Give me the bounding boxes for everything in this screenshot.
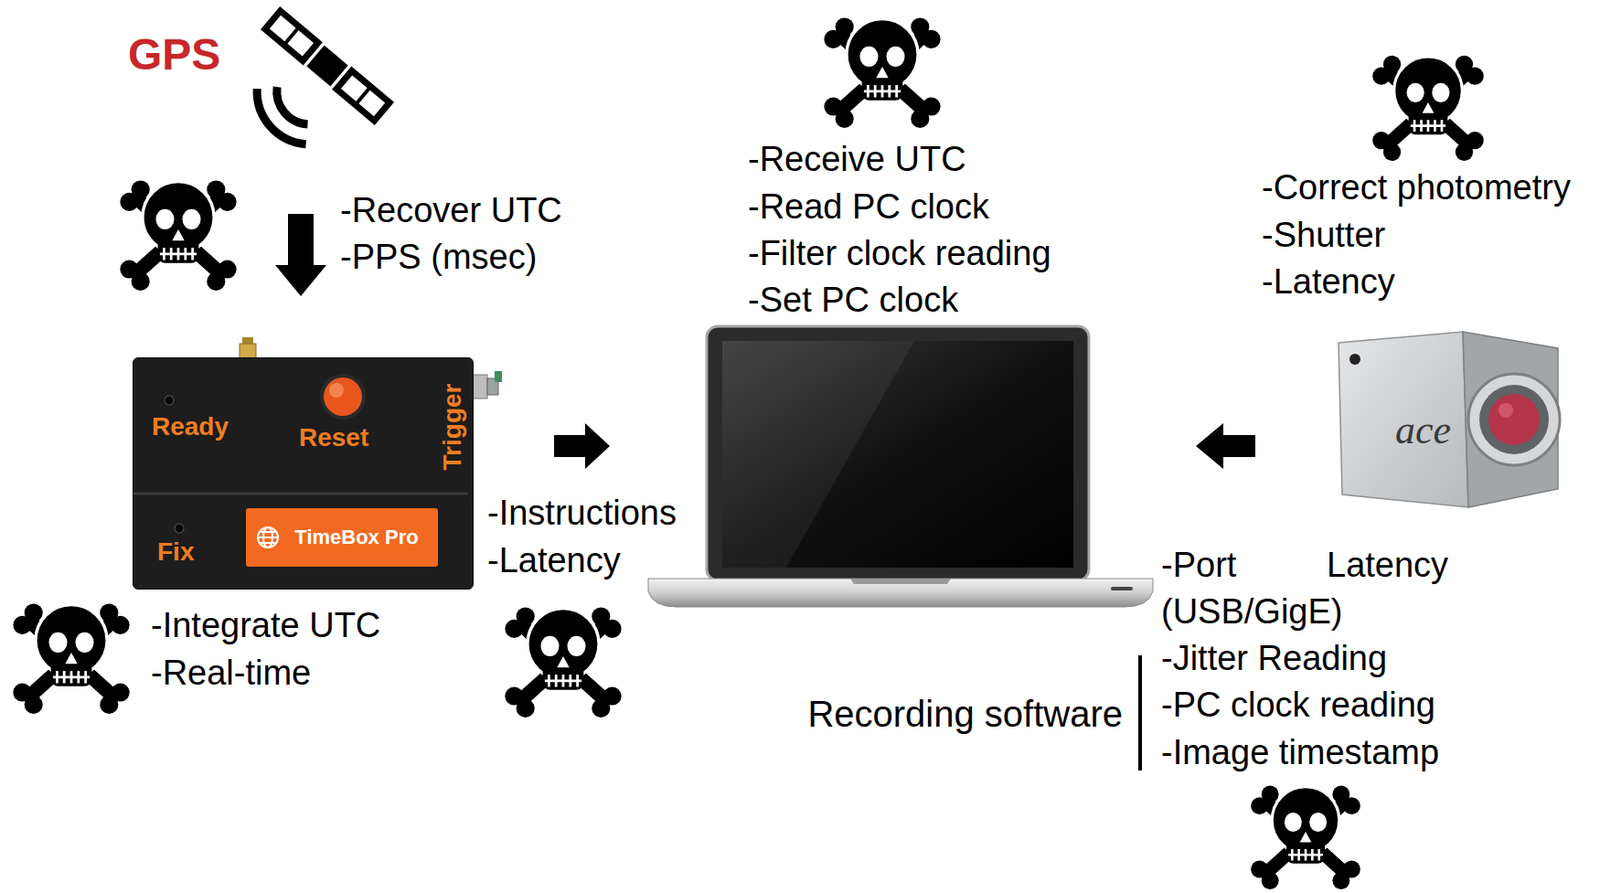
text-slot: -Set PC clock — [747, 279, 959, 322]
text-slot: -Correct photometry — [1261, 167, 1571, 210]
text-slot: -PPS (msec) — [340, 236, 537, 279]
note-label: (USB/GigE) — [1161, 591, 1343, 634]
timebox-device: Ready Reset TriggerFix TimeBox Pro — [132, 357, 474, 590]
note-label: -Instructions — [487, 492, 677, 535]
text-slot: -Recover UTC — [340, 190, 563, 233]
skull-icon — [12, 603, 129, 715]
text-slot: Reset — [298, 422, 369, 454]
note-label: -Latency — [487, 540, 621, 583]
port-label: Trigger — [437, 384, 469, 471]
camera-body: ace — [1334, 328, 1562, 511]
note-label: -Correct photometry — [1261, 167, 1571, 210]
note-label: -PPS (msec) — [340, 236, 537, 279]
text-slot: -Latency — [1261, 261, 1396, 304]
text-slot: Trigger — [437, 384, 469, 471]
text-slot: Ready — [151, 411, 229, 443]
skull-icon — [504, 607, 621, 718]
text-slot: GPS — [128, 28, 221, 82]
text-slot: -Shutter — [1261, 214, 1386, 257]
led-label: Fix — [157, 536, 194, 568]
text-slot: -PC clock reading — [1161, 684, 1436, 727]
brand-plate: TimeBox Pro — [245, 508, 438, 567]
text-slot: ace — [1395, 406, 1451, 456]
note-label: -PC clock reading — [1161, 684, 1436, 727]
device-label: Ready — [151, 411, 229, 443]
note-label: -Port — [1161, 544, 1237, 587]
note-label: Latency — [1326, 544, 1449, 587]
note-label: -Receive UTC — [747, 138, 967, 182]
text-slot: Recording software — [807, 692, 1123, 736]
group-label: Recording software — [807, 692, 1123, 736]
text-slot: -Receive UTC — [747, 138, 967, 182]
text-slot: -Filter clock reading — [747, 233, 1052, 276]
note-label: -Set PC clock — [747, 279, 959, 322]
block-arrow — [1195, 423, 1256, 470]
brand-plate-shape — [245, 508, 301, 567]
skull-icon — [1372, 55, 1484, 161]
note-label: -Jitter Reading — [1161, 638, 1387, 681]
text-slot: -Read PC clock — [747, 186, 990, 229]
signal-waves — [256, 86, 308, 145]
note-label: -Integrate UTC — [150, 605, 381, 648]
text-slot: -Port — [1161, 544, 1237, 587]
gps-title: GPS — [128, 28, 221, 82]
text-slot: -Image timestamp — [1161, 732, 1440, 775]
skull-icon — [823, 17, 940, 128]
button-label: Reset — [298, 422, 369, 454]
block-arrow — [275, 213, 327, 297]
text-slot: Latency — [1326, 544, 1449, 587]
note-label: -Filter clock reading — [747, 233, 1052, 276]
text-slot: Fix — [157, 536, 194, 568]
bracket-bar — [1138, 655, 1142, 771]
laptop-illustration — [648, 326, 1153, 608]
text-slot: -Real-time — [150, 652, 311, 695]
note-label: -Read PC clock — [747, 186, 990, 229]
brand-name: TimeBox Pro — [294, 525, 418, 550]
camera-logo: ace — [1395, 406, 1451, 456]
note-label: -Latency — [1261, 261, 1396, 304]
note-label: -Shutter — [1261, 214, 1386, 257]
text-slot: (USB/GigE) — [1161, 591, 1343, 634]
text-slot: -Latency — [487, 540, 621, 583]
skull-icon — [1250, 786, 1361, 890]
text-slot: -Integrate UTC — [150, 605, 381, 648]
block-arrow — [554, 423, 610, 470]
note-label: -Real-time — [150, 652, 311, 695]
skull-icon — [119, 180, 236, 291]
text-slot: -Instructions — [487, 492, 677, 535]
text-slot: -Jitter Reading — [1161, 638, 1387, 681]
note-label: -Recover UTC — [340, 190, 563, 233]
note-label: -Image timestamp — [1161, 732, 1440, 775]
